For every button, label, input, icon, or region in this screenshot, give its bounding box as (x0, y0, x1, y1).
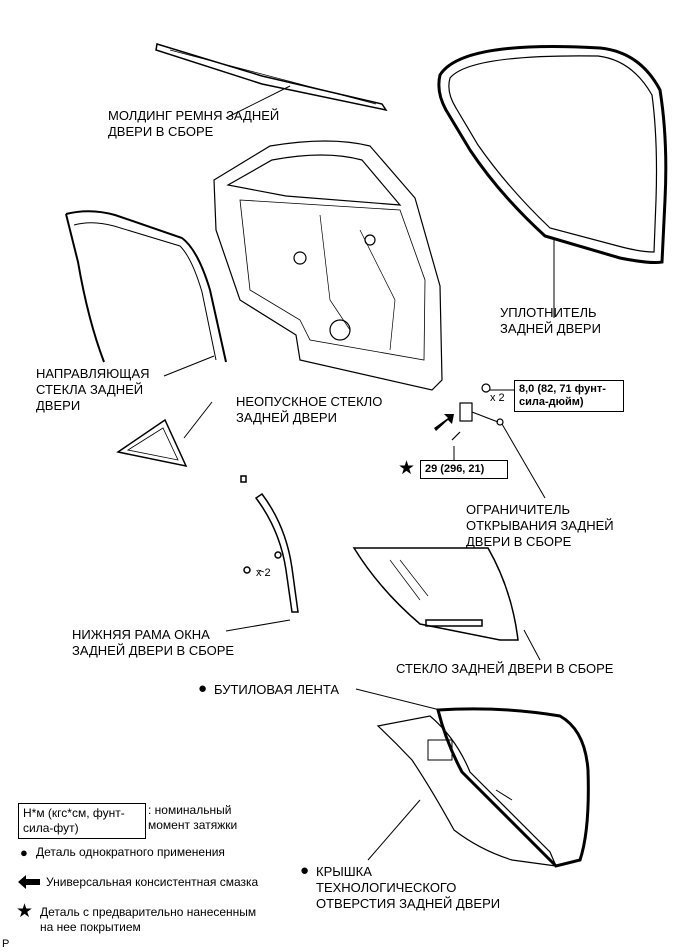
torque-spec-small: 8,0 (82, 71 фунт- сила-дюйм) (514, 380, 624, 412)
non-reusable-dot-icon: ● (20, 845, 28, 860)
door-check-drawing (451, 383, 504, 441)
legend-torque-desc: : номинальный момент затяжки (148, 803, 238, 832)
torque-spec-large: 29 (296, 21) (420, 460, 508, 479)
door-check-label: ОГРАНИЧИТЕЛЬ ОТКРЫВАНИЯ ЗАДНЕЙ ДВЕРИ В С… (466, 502, 614, 549)
frame-bolt-count: x 2 (256, 567, 271, 579)
belt-molding-drawing (155, 43, 388, 112)
butyl-tape-label: БУТИЛОВАЯ ЛЕНТА (214, 682, 340, 697)
quarter-glass-drawing (116, 418, 188, 468)
glass-run-label: НАПРАВЛЯЮЩАЯ СТЕКЛА ЗАДНЕЙ ДВЕРИ (36, 366, 150, 413)
precoated-star-icon: ★ (16, 901, 34, 922)
legend-non-reusable: Деталь однократного применения (36, 845, 225, 859)
door-glass-drawing (352, 547, 519, 641)
legend-grease: Универсальная консистентная смазка (46, 875, 259, 889)
lower-frame-label: НИЖНЯЯ РАМА ОКНА ЗАДНЕЙ ДВЕРИ В СБОРЕ (72, 627, 235, 658)
service-cover-drawing (376, 707, 590, 868)
legend-precoated: Деталь с предварительно нанесенным на не… (40, 905, 257, 934)
door-glass-label: СТЕКЛО ЗАДНЕЙ ДВЕРИ В СБОРЕ (396, 661, 614, 676)
weatherstrip-drawing (437, 45, 668, 264)
weatherstrip-label: УПЛОТНИТЕЛЬ ЗАДНЕЙ ДВЕРИ (500, 305, 601, 336)
rear-door-panel-drawing (213, 140, 443, 391)
quarter-glass-label: НЕОПУСКНОЕ СТЕКЛО ЗАДНЕЙ ДВЕРИ (236, 394, 383, 425)
lower-window-frame-drawing (240, 475, 299, 613)
glass-run-drawing (65, 210, 227, 363)
service-cover-label: КРЫШКА ТЕХНОЛОГИЧЕСКОГО ОТВЕРСТИЯ ЗАДНЕЙ… (316, 864, 501, 911)
check-bolt-count: x 2 (490, 392, 505, 404)
legend-torque-box: Н*м (кгс*см, фунт- сила-фут) (18, 803, 146, 839)
non-reusable-dot-icon: ● (198, 680, 208, 697)
non-reusable-dot-icon: ● (300, 862, 310, 879)
precoated-star-icon: ★ (398, 458, 416, 479)
grease-arrow-icon (434, 414, 454, 431)
belt-molding-label: МОЛДИНГ РЕМНЯ ЗАДНЕЙ ДВЕРИ В СБОРЕ (108, 108, 280, 139)
corner-mark: P (2, 938, 10, 950)
grease-arrow-icon (18, 875, 40, 889)
